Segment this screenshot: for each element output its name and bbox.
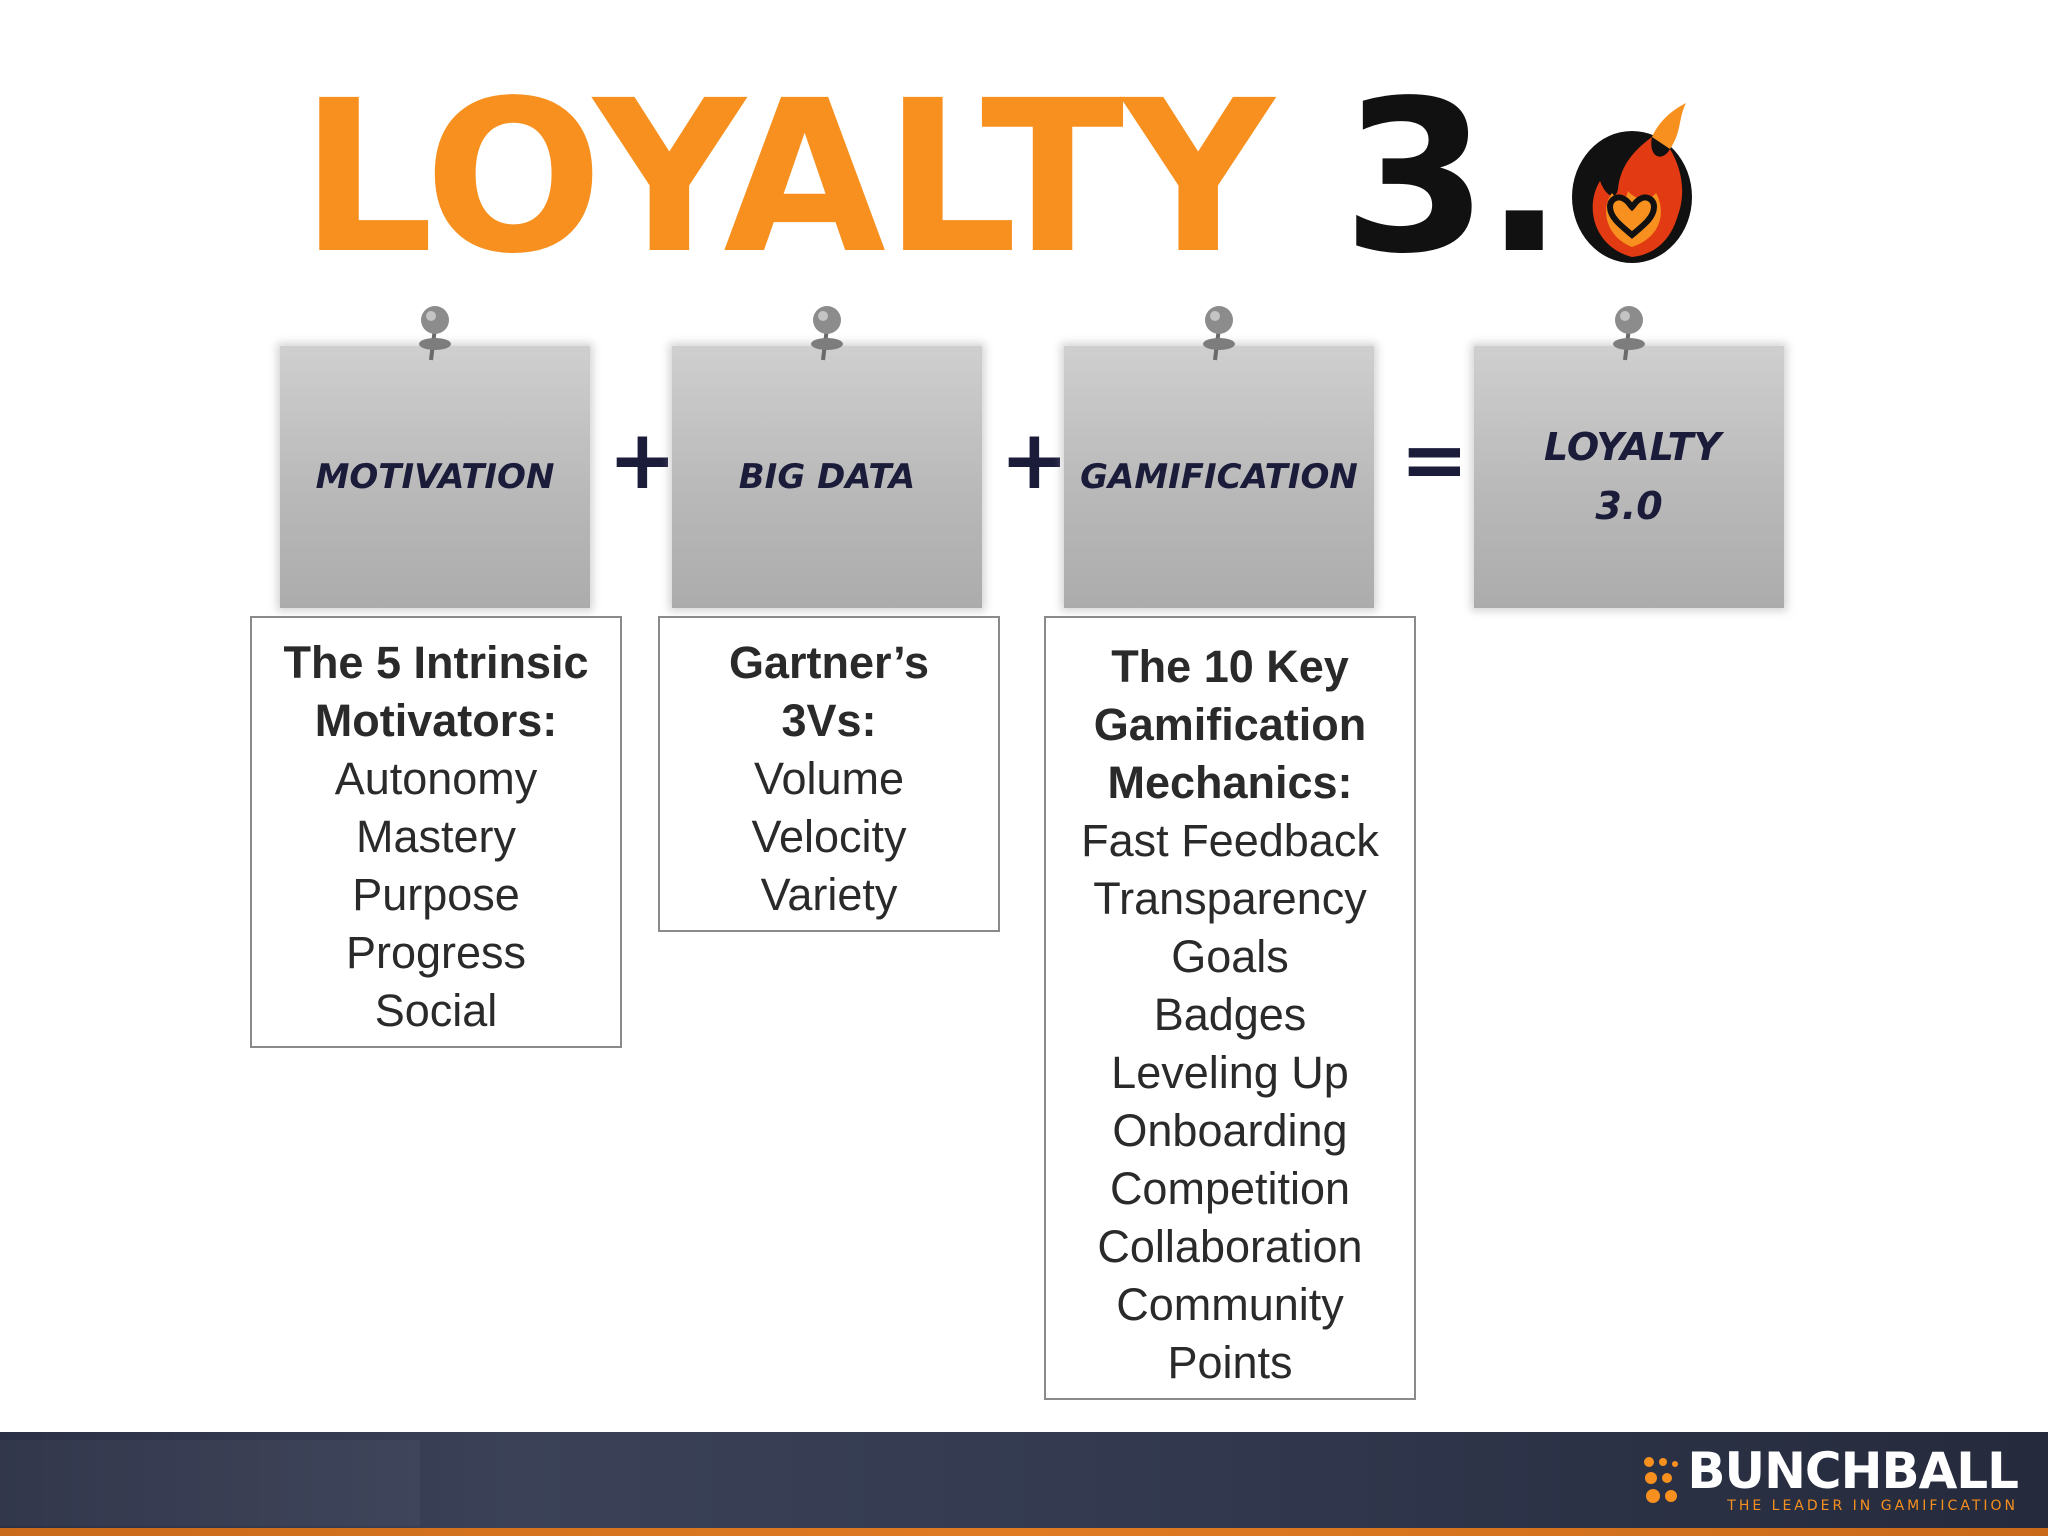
pushpin-icon bbox=[1613, 306, 1645, 361]
list-item: Onboarding bbox=[1112, 1105, 1348, 1156]
pushpin-icon bbox=[1203, 306, 1235, 361]
box-heading: Gamification bbox=[1093, 699, 1367, 750]
list-item: Social bbox=[374, 985, 498, 1036]
list-item: Variety bbox=[760, 869, 898, 920]
list-item: Fast Feedback bbox=[1081, 815, 1379, 866]
box-heading: Motivators: bbox=[314, 695, 558, 746]
gamification-mechanics-box: The 10 Key Gamification Mechanics: Fast … bbox=[1044, 616, 1416, 1400]
list-item: Transparency bbox=[1093, 873, 1367, 924]
note-label: GAMIFICATION bbox=[1080, 456, 1358, 497]
list-item: Progress bbox=[345, 927, 527, 978]
list-item: Volume bbox=[753, 753, 905, 804]
list-item: Points bbox=[1167, 1337, 1293, 1388]
list-item: Goals bbox=[1171, 931, 1289, 982]
box-heading: The 5 Intrinsic bbox=[283, 637, 589, 688]
logo-tagline: THE LEADER IN GAMIFICATION bbox=[1727, 1498, 2018, 1514]
bunchball-logo: BUNCHBALL THE LEADER IN GAMIFICATION bbox=[1639, 1442, 2019, 1514]
list-item: Autonomy bbox=[334, 753, 538, 804]
slide-title: LOYALTY 3. bbox=[300, 73, 1706, 283]
note-big-data: BIG DATA bbox=[672, 306, 982, 608]
title-number: 3. bbox=[1342, 55, 1564, 300]
list-item: Badges bbox=[1153, 989, 1307, 1040]
footer-panel bbox=[0, 1440, 420, 1526]
motivators-box: The 5 Intrinsic Motivators: Autonomy Mas… bbox=[250, 616, 622, 1048]
footer-bar: BUNCHBALL THE LEADER IN GAMIFICATION bbox=[0, 1432, 2048, 1536]
note-label: BIG DATA bbox=[738, 456, 916, 497]
plus-operator: + bbox=[608, 413, 677, 508]
list-item: Collaboration bbox=[1097, 1221, 1363, 1272]
list-item: Leveling Up bbox=[1111, 1047, 1349, 1098]
box-heading: Mechanics: bbox=[1107, 757, 1353, 808]
list-item: Purpose bbox=[352, 869, 520, 920]
pushpin-icon bbox=[419, 306, 451, 361]
pushpin-icon bbox=[811, 306, 843, 361]
box-heading: Gartner’s bbox=[728, 637, 930, 688]
list-item: Community bbox=[1116, 1279, 1344, 1330]
flame-heart-zero-icon bbox=[1572, 103, 1693, 263]
footer-accent-strip bbox=[0, 1528, 2048, 1536]
logo-dots-icon bbox=[1644, 1457, 1679, 1503]
note-loyalty: LOYALTY 3.0 bbox=[1474, 306, 1784, 608]
note-gamification: GAMIFICATION bbox=[1064, 306, 1374, 608]
note-label: MOTIVATION bbox=[315, 456, 555, 497]
gartner-box: Gartner’s 3Vs: Volume Velocity Variety bbox=[658, 616, 1000, 932]
list-item: Velocity bbox=[751, 811, 907, 862]
equals-operator: = bbox=[1400, 413, 1469, 508]
title-word: LOYALTY bbox=[300, 55, 1274, 300]
plus-operator: + bbox=[1000, 413, 1069, 508]
box-heading: 3Vs: bbox=[781, 695, 877, 746]
list-item: Competition bbox=[1109, 1163, 1351, 1214]
logo-name: BUNCHBALL bbox=[1687, 1442, 2019, 1500]
list-item: Mastery bbox=[355, 811, 517, 862]
box-heading: The 10 Key bbox=[1111, 641, 1349, 692]
note-motivation: MOTIVATION bbox=[280, 306, 590, 608]
note-label: LOYALTY 3.0 bbox=[1544, 425, 1722, 528]
